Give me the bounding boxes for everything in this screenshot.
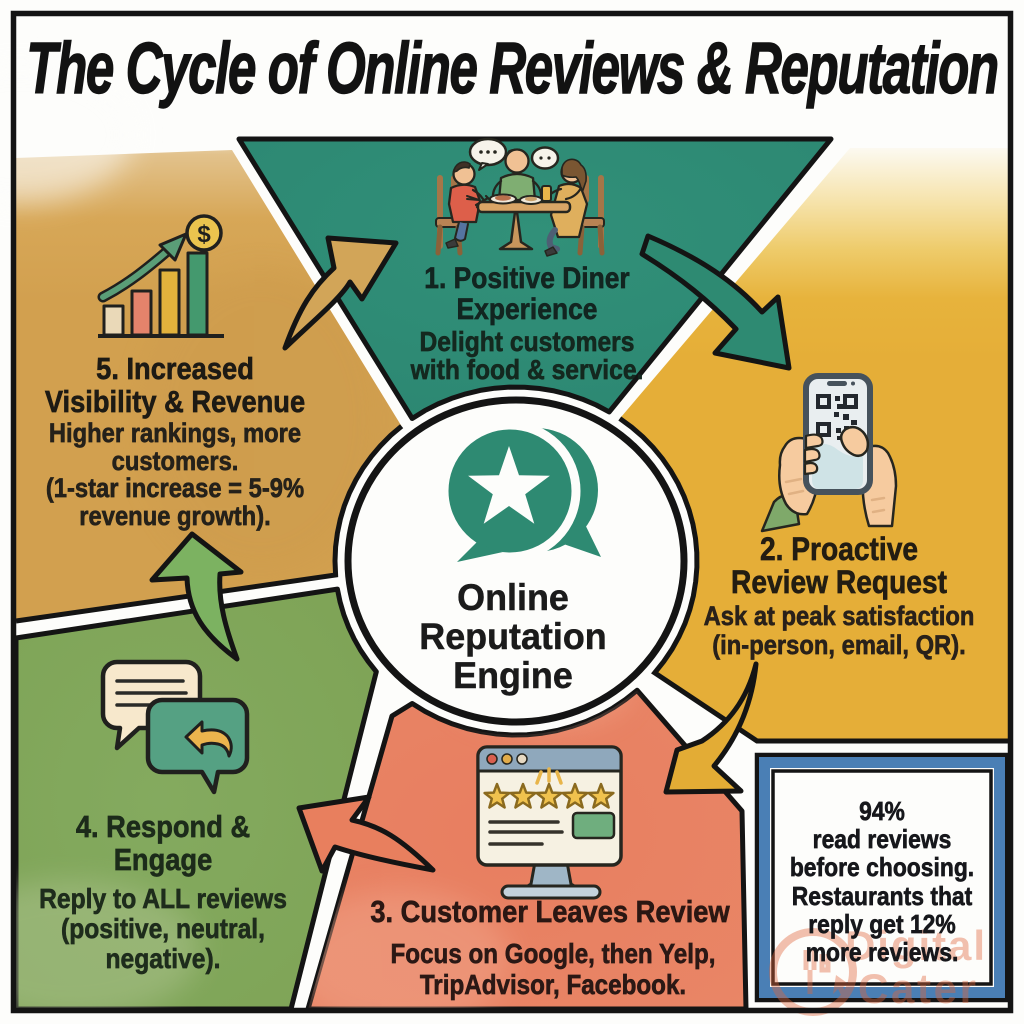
svg-text:Digital: Digital	[845, 922, 985, 969]
svg-text:$: $	[197, 221, 211, 248]
svg-text:Cater: Cater	[858, 965, 976, 1012]
